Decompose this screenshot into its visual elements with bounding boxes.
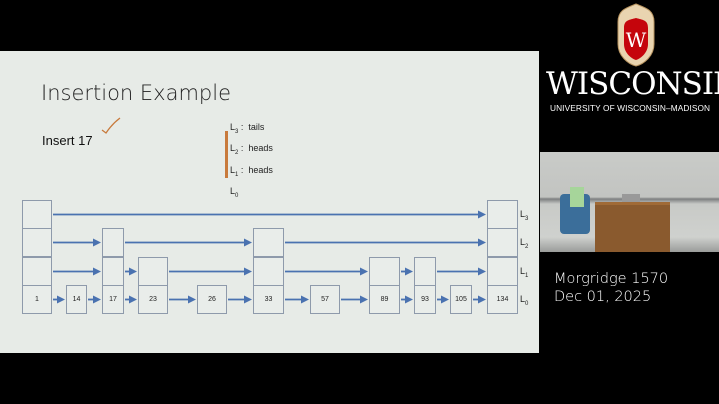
brand-name: WISCONSIN bbox=[546, 66, 719, 102]
arrowhead-icon bbox=[188, 295, 196, 304]
node-level-cell bbox=[253, 228, 284, 257]
node-level-cell bbox=[22, 200, 52, 229]
backpack bbox=[570, 187, 584, 207]
flip-result: tails bbox=[248, 122, 265, 132]
level-sub: 1 bbox=[235, 171, 239, 178]
node-level-cell bbox=[414, 257, 436, 286]
node-key-cell: 33 bbox=[253, 285, 284, 314]
node-level-cell bbox=[102, 228, 124, 257]
arrowhead-icon bbox=[129, 295, 137, 304]
level-label: L2 bbox=[520, 237, 529, 250]
node-level-cell bbox=[253, 257, 284, 286]
checkmark-icon bbox=[101, 117, 121, 134]
date-label: Dec 01, 2025 bbox=[554, 289, 652, 305]
node-key-cell: 89 bbox=[369, 285, 400, 314]
room-label: Morgridge 1570 bbox=[554, 271, 669, 287]
node-level-cell bbox=[102, 257, 124, 286]
arrowhead-icon bbox=[301, 295, 309, 304]
node-level-cell bbox=[487, 257, 518, 286]
node-key-cell: 26 bbox=[197, 285, 227, 314]
node-level-cell bbox=[487, 228, 518, 257]
sep: : bbox=[238, 122, 249, 132]
pointer-arrows bbox=[53, 210, 486, 304]
arrowhead-icon bbox=[360, 267, 368, 276]
arrowhead-icon bbox=[93, 295, 101, 304]
node-key-cell: 134 bbox=[487, 285, 518, 314]
arrowhead-icon bbox=[441, 295, 449, 304]
arrowhead-icon bbox=[478, 267, 486, 276]
level-sub: 2 bbox=[235, 150, 239, 157]
node-level-cell bbox=[369, 257, 400, 286]
sep: : bbox=[238, 143, 249, 154]
node-key-cell: 23 bbox=[138, 285, 168, 314]
level-name: L bbox=[230, 164, 236, 175]
arrowhead-icon bbox=[129, 267, 137, 276]
arrowhead-icon bbox=[478, 238, 486, 247]
node-key-cell: 105 bbox=[450, 285, 472, 314]
level-name: L bbox=[230, 143, 236, 154]
level-name: L bbox=[230, 122, 236, 132]
sep: : bbox=[238, 164, 249, 175]
coin-flip-row: L1 : heads bbox=[230, 162, 273, 183]
arrowhead-icon bbox=[93, 267, 101, 276]
level-label: L0 bbox=[520, 294, 529, 307]
arrowhead-icon bbox=[57, 295, 65, 304]
arrowhead-icon bbox=[478, 210, 486, 219]
coin-flip-row: L3 : tails bbox=[230, 119, 273, 140]
flip-result: heads bbox=[248, 143, 273, 154]
laptop bbox=[622, 194, 640, 202]
coin-flip-row: L2 : heads bbox=[230, 140, 273, 161]
node-level-cell bbox=[138, 257, 168, 286]
location-info: Morgridge 1570 Dec 01, 2025 bbox=[554, 270, 668, 306]
insert-label: Insert 17 bbox=[42, 133, 93, 148]
level-label: L1 bbox=[520, 266, 529, 279]
arrowhead-icon bbox=[93, 238, 101, 247]
logo-letter: W bbox=[626, 28, 647, 52]
node-level-cell bbox=[22, 257, 52, 286]
uw-crest-logo: W bbox=[617, 3, 655, 67]
level-sub: 0 bbox=[235, 192, 239, 199]
arrowhead-icon bbox=[244, 238, 252, 247]
arrowhead-icon bbox=[244, 267, 252, 276]
flip-result: heads bbox=[248, 164, 273, 175]
level-sub: 3 bbox=[235, 128, 239, 135]
classroom-video-feed bbox=[540, 152, 719, 252]
node-key-cell: 14 bbox=[66, 285, 87, 314]
coin-flip-row: L0 bbox=[230, 183, 273, 204]
annotation-bar bbox=[225, 131, 228, 178]
level-name: L bbox=[230, 185, 236, 196]
node-level-cell bbox=[487, 200, 518, 229]
arrowhead-icon bbox=[360, 295, 368, 304]
arrowhead-icon bbox=[478, 295, 486, 304]
level-label: L3 bbox=[520, 209, 529, 222]
arrowhead-icon bbox=[405, 267, 413, 276]
node-key-cell: 57 bbox=[310, 285, 340, 314]
podium bbox=[595, 202, 670, 252]
arrowhead-icon bbox=[405, 295, 413, 304]
brand-subtitle: UNIVERSITY OF WISCONSIN–MADISON bbox=[550, 103, 711, 113]
slide-title: Insertion Example bbox=[41, 81, 232, 105]
arrowhead-icon bbox=[244, 295, 252, 304]
